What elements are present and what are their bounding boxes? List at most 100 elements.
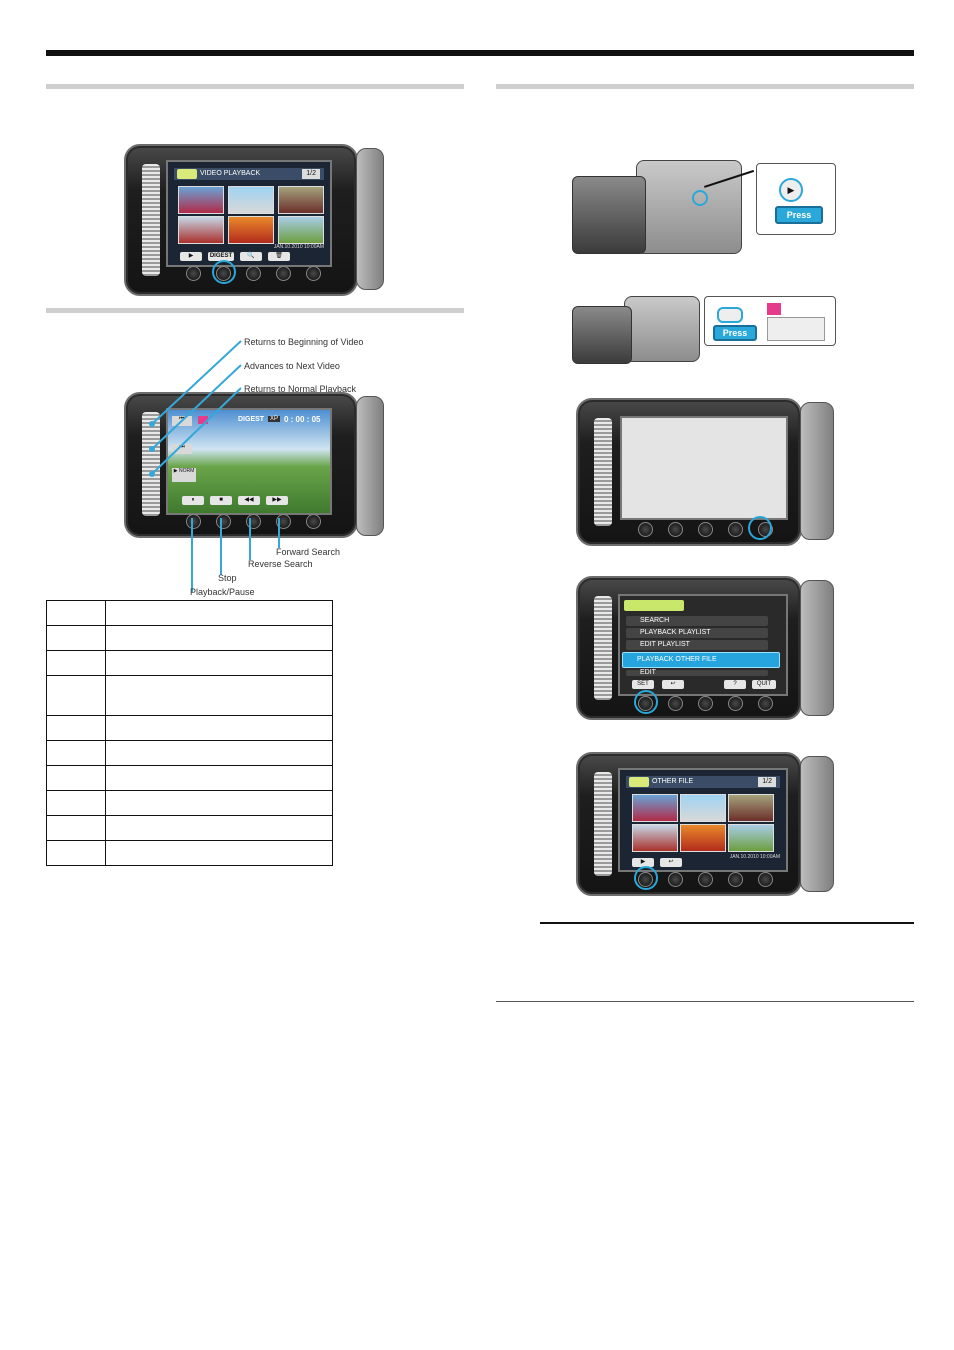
thumbnail[interactable] (278, 216, 324, 244)
reverse-softkey[interactable]: ◀◀ (238, 496, 260, 505)
video-mode-icon (177, 169, 197, 179)
table-row (46, 815, 333, 841)
digest-softkey[interactable]: DIGEST (208, 252, 234, 261)
back-softkey[interactable]: ↩ (662, 680, 684, 689)
menu-button[interactable] (306, 514, 321, 529)
video-mode-icon (198, 416, 208, 424)
next-video-softkey[interactable]: ⏭ (172, 444, 192, 454)
screen-title-text: OTHER FILE (652, 778, 694, 785)
highlight-ring (634, 690, 658, 714)
slider-dial (594, 418, 612, 526)
table-cell (46, 815, 106, 841)
hw-button[interactable] (728, 696, 743, 711)
menu-item-search[interactable]: SEARCH (626, 616, 768, 626)
table-cell (105, 650, 333, 676)
ok-button[interactable] (638, 522, 653, 537)
callout-label: Advances to Next Video (244, 361, 340, 371)
hw-button[interactable] (698, 872, 713, 887)
delete-softkey[interactable]: 🗑 (268, 252, 290, 261)
callout-label: Stop (218, 573, 237, 583)
menu-item-edit-playlist[interactable]: EDIT PLAYLIST (626, 640, 768, 650)
slider-dial (594, 596, 612, 700)
callout-label: Playback/Pause (190, 587, 255, 597)
highlight-ring (692, 190, 708, 206)
thumbnail[interactable] (632, 794, 678, 822)
lcd-screen: ⏮ DIGEST XP 0 : 00 : 05 ⏭ ▶ NORM ⏸ ■ ◀◀ … (166, 408, 332, 515)
table-cell (105, 790, 333, 816)
callout-label: Returns to Normal Playback (244, 384, 357, 394)
table-cell (105, 840, 333, 866)
stop-softkey[interactable]: ■ (210, 496, 232, 505)
table-row (46, 625, 333, 651)
thumbnail[interactable] (278, 186, 324, 214)
table-cell (46, 765, 106, 791)
search-softkey[interactable]: 🔍 (240, 252, 262, 261)
callout-line (151, 340, 242, 425)
lcd-screen: VIDEO PLAYBACK 1/2 JAN.10.2010 10:00AM ▶… (166, 160, 332, 267)
hw-button[interactable] (668, 872, 683, 887)
hw-button[interactable] (728, 522, 743, 537)
hardware-buttons (638, 872, 773, 887)
table-row (46, 765, 333, 791)
thumbnail[interactable] (680, 794, 726, 822)
menu-item-playback-other-file[interactable]: PLAYBACK OTHER FILE (622, 652, 780, 668)
play-softkey[interactable]: ▶ (632, 858, 654, 867)
table-cell (105, 740, 333, 766)
play-softkey[interactable]: ▶ (180, 252, 202, 261)
normal-playback-softkey[interactable]: ▶ NORM (172, 468, 196, 482)
note-rule-top (540, 922, 914, 924)
thumbnail[interactable] (728, 824, 774, 852)
ok-button[interactable] (186, 514, 201, 529)
table-cell (105, 765, 333, 791)
thumbnail[interactable] (632, 824, 678, 852)
thumbnail[interactable] (728, 794, 774, 822)
camcorder-lcd (572, 176, 646, 254)
thumbnail[interactable] (680, 824, 726, 852)
press-callout: Press (704, 296, 836, 346)
table-row (46, 715, 333, 741)
date-text: JAN.10.2010 10:00AM (273, 244, 324, 250)
thumbnail[interactable] (228, 216, 274, 244)
table-row (46, 790, 333, 816)
hw-button[interactable] (276, 266, 291, 281)
table-cell (46, 600, 106, 626)
screen-title: VIDEO PLAYBACK 1/2 (174, 168, 324, 180)
ok-button[interactable] (186, 266, 201, 281)
thumbnail[interactable] (228, 186, 274, 214)
quit-softkey[interactable]: QUIT (752, 680, 776, 689)
play-button-icon[interactable]: ▶ (779, 178, 803, 202)
callout-label: Returns to Beginning of Video (244, 337, 364, 347)
table-row (46, 840, 333, 866)
lcd-screen: SEARCH PLAYBACK PLAYLIST EDIT PLAYLIST P… (618, 594, 788, 696)
set-softkey[interactable]: SET (632, 680, 654, 689)
top-rule (46, 50, 914, 56)
section-rule-left-1 (46, 84, 464, 89)
help-softkey[interactable]: ? (724, 680, 746, 689)
video-mode-icon (629, 777, 649, 787)
camera-hinge (800, 402, 834, 540)
screen-title-text: VIDEO PLAYBACK (200, 170, 261, 177)
hw-button[interactable] (698, 522, 713, 537)
date-text: JAN.10.2010 10:00AM (729, 854, 780, 860)
menu-item-edit[interactable]: EDIT (626, 669, 768, 676)
hw-button[interactable] (216, 514, 231, 529)
hw-button[interactable] (728, 872, 743, 887)
menu-button[interactable] (758, 696, 773, 711)
table-cell (105, 675, 333, 716)
forward-softkey[interactable]: ▶▶ (266, 496, 288, 505)
slider-dial (142, 164, 160, 276)
menu-item-playback-playlist[interactable]: PLAYBACK PLAYLIST (626, 628, 768, 638)
menu-button[interactable] (306, 266, 321, 281)
pause-softkey[interactable]: ⏸ (182, 496, 204, 505)
menu-button[interactable] (758, 872, 773, 887)
table-cell (105, 815, 333, 841)
hw-button[interactable] (698, 696, 713, 711)
table-cell (46, 675, 106, 716)
hw-button[interactable] (668, 522, 683, 537)
back-softkey[interactable]: ↩ (660, 858, 682, 867)
hw-button[interactable] (668, 696, 683, 711)
thumbnail[interactable] (178, 186, 224, 214)
hw-button[interactable] (246, 266, 261, 281)
mode-button-icon[interactable] (717, 307, 743, 323)
thumbnail[interactable] (178, 216, 224, 244)
